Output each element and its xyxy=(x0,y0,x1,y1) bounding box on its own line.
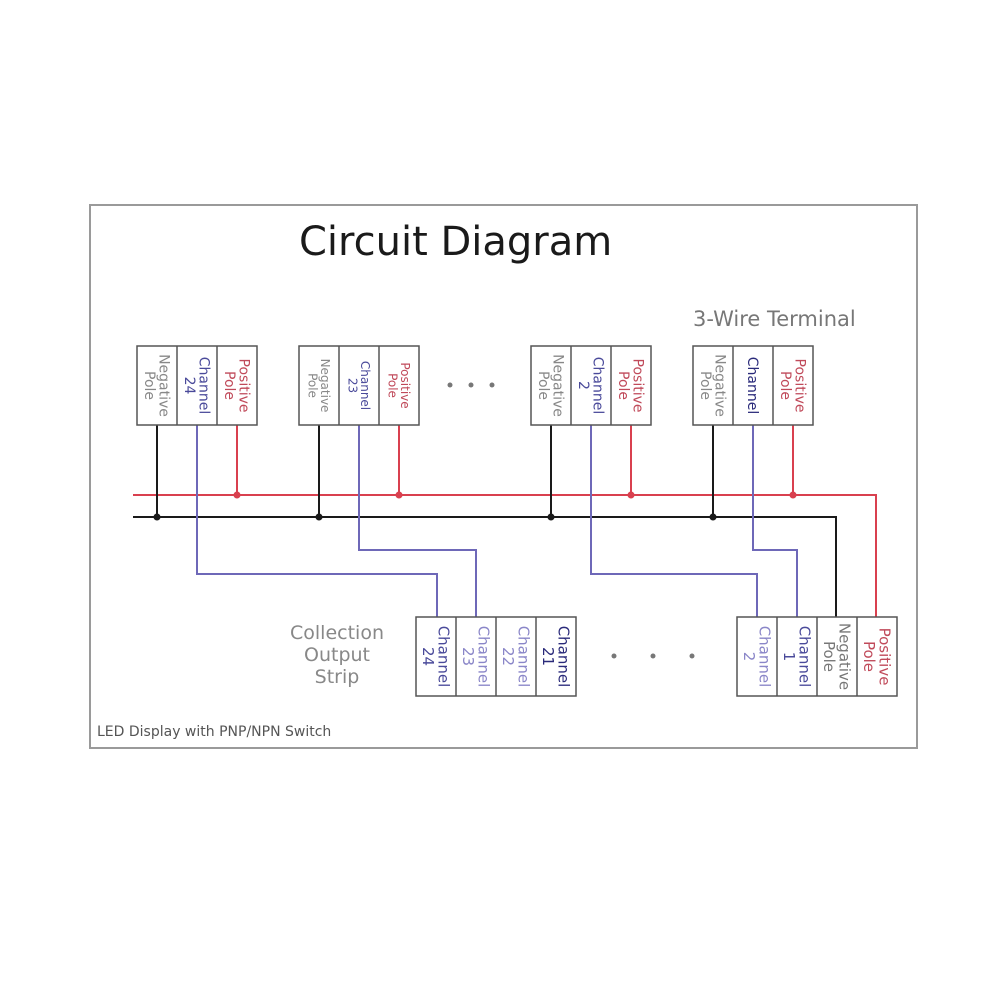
terminal-cell-text: Channel xyxy=(555,626,573,688)
strip-label: Collection Output Strip xyxy=(272,622,402,688)
junction-dot xyxy=(153,513,161,521)
terminal-cell-text: Channel xyxy=(515,626,533,688)
terminal-cell-text: Negative xyxy=(549,354,565,417)
terminal-cell-text: 2 xyxy=(575,381,591,390)
ellipsis-dot xyxy=(447,382,453,388)
terminal-cell-text: Pole xyxy=(306,373,320,398)
terminal-cell-text: Positive xyxy=(876,628,894,686)
terminal-block xyxy=(298,345,420,426)
junction-dot xyxy=(709,513,717,521)
junction-dot xyxy=(627,491,635,499)
terminal-cell-text: Channel xyxy=(796,626,814,688)
terminal-cell-text: Positive xyxy=(235,359,251,413)
junction-dot xyxy=(789,491,797,499)
terminal-cell-label: Channel22 xyxy=(499,626,533,688)
terminal-cell-text: Pole xyxy=(386,373,400,398)
junction-dot xyxy=(395,491,403,499)
ellipsis-dot xyxy=(489,382,495,388)
strip-label-line: Output xyxy=(304,644,370,666)
junction-dot xyxy=(315,513,323,521)
terminal-cell-text: 21 xyxy=(539,647,557,666)
ellipsis-dot xyxy=(689,653,695,659)
terminal-cell-text: Channel xyxy=(475,626,493,688)
terminal-cell-label: Channel1 xyxy=(780,626,814,688)
channel-24-signal-wire xyxy=(196,425,438,617)
terminal-cell-text: Pole xyxy=(860,641,878,672)
terminal-cell-text: Channel xyxy=(744,357,760,414)
terminal-cell-text: 22 xyxy=(499,647,517,666)
terminal-cell-text: 1 xyxy=(780,652,798,662)
footer-caption: LED Display with PNP/NPN Switch xyxy=(97,724,332,740)
terminal-cell-label: NegativePole xyxy=(306,359,333,413)
terminal-cell-text: 24 xyxy=(181,377,197,395)
terminal-cell-label: Channel21 xyxy=(539,626,573,688)
junction-dot xyxy=(233,491,241,499)
terminal-cell-text: Negative xyxy=(318,359,332,413)
terminal-cell-text: 23 xyxy=(459,647,477,666)
diagram-title: Circuit Diagram xyxy=(299,219,613,265)
terminal-cell-text: Channel xyxy=(195,357,211,414)
terminal-cell-text: 23 xyxy=(346,378,360,393)
channel-23-signal-wire xyxy=(358,425,477,617)
terminal-label: 3-Wire Terminal xyxy=(693,307,856,331)
terminal-cell-label: PositivePole xyxy=(221,359,252,413)
channel-1-signal-wire xyxy=(752,425,798,617)
terminal-cell-label: NegativePole xyxy=(535,354,566,417)
terminal-cell-text: Pole xyxy=(221,371,237,400)
terminal-cell-text: 24 xyxy=(419,647,437,666)
terminal-cell-label: Channel23 xyxy=(459,626,493,688)
terminal-cell-text: Pole xyxy=(615,371,631,400)
terminal-cell-label: NegativePole xyxy=(141,354,172,417)
terminal-cell-label: NegativePole xyxy=(697,354,728,417)
ellipsis-dot xyxy=(468,382,474,388)
terminal-cell-text: Channel xyxy=(435,626,453,688)
terminal-cell-label: Channel24 xyxy=(181,357,212,414)
terminal-cell-text: 2 xyxy=(740,652,758,662)
terminal-cell-label: PositivePole xyxy=(860,628,894,686)
terminal-block xyxy=(530,345,652,426)
terminal-cell-text: Negative xyxy=(155,354,171,417)
terminal-cell-label: PositivePole xyxy=(386,362,413,408)
ellipsis-dot xyxy=(611,653,617,659)
terminal-cell-label: Channel xyxy=(744,357,760,414)
terminal-cell-text: Pole xyxy=(820,641,838,672)
channel-2-signal-wire xyxy=(590,425,758,617)
terminal-cell-label: NegativePole xyxy=(820,623,854,690)
terminal-cell-label: Channel2 xyxy=(575,357,606,414)
strip-label-line: Collection xyxy=(290,622,384,644)
terminal-cell-text: Negative xyxy=(836,623,854,690)
terminal-cell-label: Channel23 xyxy=(346,361,373,410)
terminal-cell-text: Pole xyxy=(697,371,713,400)
terminal-cell-text: Negative xyxy=(711,354,727,417)
terminal-cell-text: Pole xyxy=(777,371,793,400)
terminal-cell-label: PositivePole xyxy=(615,359,646,413)
junction-dot xyxy=(547,513,555,521)
ellipsis-dot xyxy=(650,653,656,659)
terminal-cell-text: Pole xyxy=(535,371,551,400)
positive-bus-wire xyxy=(133,494,877,617)
terminal-cell-text: Channel xyxy=(756,626,774,688)
terminal-cell-label: PositivePole xyxy=(777,359,808,413)
terminal-cell-text: Positive xyxy=(791,359,807,413)
terminal-cell-text: Channel xyxy=(589,357,605,414)
negative-bus-wire xyxy=(133,516,837,617)
terminal-cell-label: Channel24 xyxy=(419,626,453,688)
terminal-cell-text: Positive xyxy=(398,362,412,408)
terminal-cell-text: Pole xyxy=(141,371,157,400)
terminal-cell-label: Channel2 xyxy=(740,626,774,688)
terminal-block xyxy=(692,345,814,426)
terminal-cell-text: Channel xyxy=(358,361,372,410)
strip-label-line: Strip xyxy=(314,666,360,688)
terminal-cell-text: Positive xyxy=(629,359,645,413)
terminal-block xyxy=(136,345,258,426)
